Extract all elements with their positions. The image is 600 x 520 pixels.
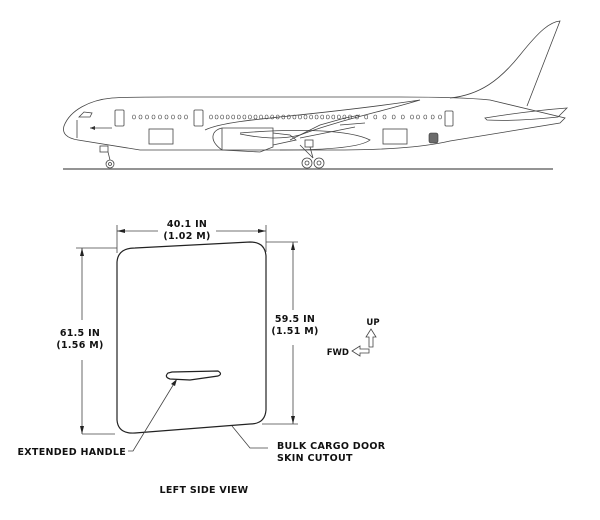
passenger-window: [430, 114, 435, 120]
door-1: [114, 109, 125, 127]
extended-handle-shape: [165, 370, 222, 381]
orientation-indicator: [351, 328, 377, 357]
passenger-window: [286, 114, 291, 120]
nose-arrow-head: [90, 126, 95, 130]
passenger-window: [248, 114, 252, 120]
handle-leader-arrowhead: [171, 379, 177, 386]
aircraft-profile: [63, 20, 569, 170]
nose-landing-gear: [99, 145, 115, 169]
passenger-window: [220, 114, 224, 120]
left-height-meters: (1.56 M): [56, 340, 103, 351]
passenger-window: [164, 114, 169, 120]
left-height-inches: 61.5 IN: [60, 328, 100, 339]
passenger-window: [337, 114, 341, 120]
passenger-window: [270, 114, 275, 120]
left-height-dimension: [76, 247, 117, 435]
passenger-window: [303, 114, 308, 120]
engine-nozzle: [272, 132, 297, 146]
passenger-window: [259, 114, 263, 120]
passenger-window: [184, 114, 188, 120]
passenger-window: [320, 114, 325, 120]
wing-fairing: [239, 129, 371, 151]
passenger-window: [253, 114, 258, 120]
passenger-window: [364, 114, 369, 120]
bulk-cargo-door-highlight: [428, 132, 439, 144]
passenger-window: [400, 114, 405, 120]
passenger-window: [138, 114, 143, 120]
cockpit-window: [78, 111, 93, 118]
up-label: UP: [366, 318, 379, 328]
passenger-window: [298, 114, 302, 120]
door-2: [193, 109, 204, 127]
fuselage-outline: [63, 96, 566, 151]
horizontal-stabilizer: [484, 107, 569, 121]
door-outline: [116, 241, 267, 434]
cutout-leader-line: [231, 425, 268, 449]
cutout-label-line1: BULK CARGO DOOR: [277, 441, 386, 452]
cutout-label-line2: SKIN CUTOUT: [277, 453, 353, 464]
passenger-window: [373, 114, 378, 120]
passenger-window: [325, 114, 330, 120]
wing-flaps: [289, 114, 366, 141]
right-height-inches: 59.5 IN: [275, 314, 315, 325]
passenger-window: [438, 114, 442, 120]
aft-cargo-door: [382, 128, 408, 145]
view-title: LEFT SIDE VIEW: [160, 485, 249, 496]
passenger-window: [242, 114, 247, 120]
passenger-window: [214, 114, 219, 120]
passenger-window: [158, 114, 162, 120]
passenger-window: [342, 114, 347, 120]
passenger-window: [292, 114, 297, 120]
fwd-arrow-icon: [351, 345, 370, 357]
fwd-label: FWD: [327, 348, 349, 358]
right-height-dimension: [262, 241, 298, 425]
handle-leader-line: [128, 381, 176, 452]
main-landing-gear: [299, 139, 325, 169]
passenger-window: [231, 114, 235, 120]
passenger-window: [225, 114, 230, 120]
extended-handle-label: EXTENDED HANDLE: [18, 447, 127, 458]
passenger-window: [416, 114, 420, 120]
fwd-cargo-door: [148, 128, 174, 145]
up-arrow-icon: [365, 328, 377, 348]
passenger-window: [171, 114, 175, 120]
width-dim-meters: (1.02 M): [163, 231, 210, 242]
vertical-stabilizer: [449, 20, 561, 107]
passenger-window: [177, 114, 182, 120]
passenger-window: [382, 114, 387, 120]
passenger-window: [145, 114, 149, 120]
passenger-window: [423, 114, 428, 120]
width-dim-inches: 40.1 IN: [167, 219, 207, 230]
passenger-window: [309, 114, 313, 120]
engine-nacelle: [212, 127, 274, 153]
right-height-meters: (1.51 M): [271, 326, 318, 337]
door-detail: 40.1 IN (1.02 M) 61.5 IN (1.56 M) 59.5 I…: [18, 219, 386, 496]
passenger-window: [314, 114, 319, 120]
passenger-window: [391, 114, 396, 120]
door-4: [444, 110, 454, 127]
passenger-window: [331, 114, 336, 120]
passenger-window: [209, 114, 213, 120]
passenger-window: [151, 114, 156, 120]
passenger-window: [410, 114, 414, 120]
passenger-window: [264, 114, 269, 120]
window-rows: [132, 114, 442, 120]
passenger-window: [132, 114, 136, 120]
passenger-window: [237, 114, 241, 120]
wing: [204, 99, 421, 139]
width-dimension: [116, 225, 267, 253]
